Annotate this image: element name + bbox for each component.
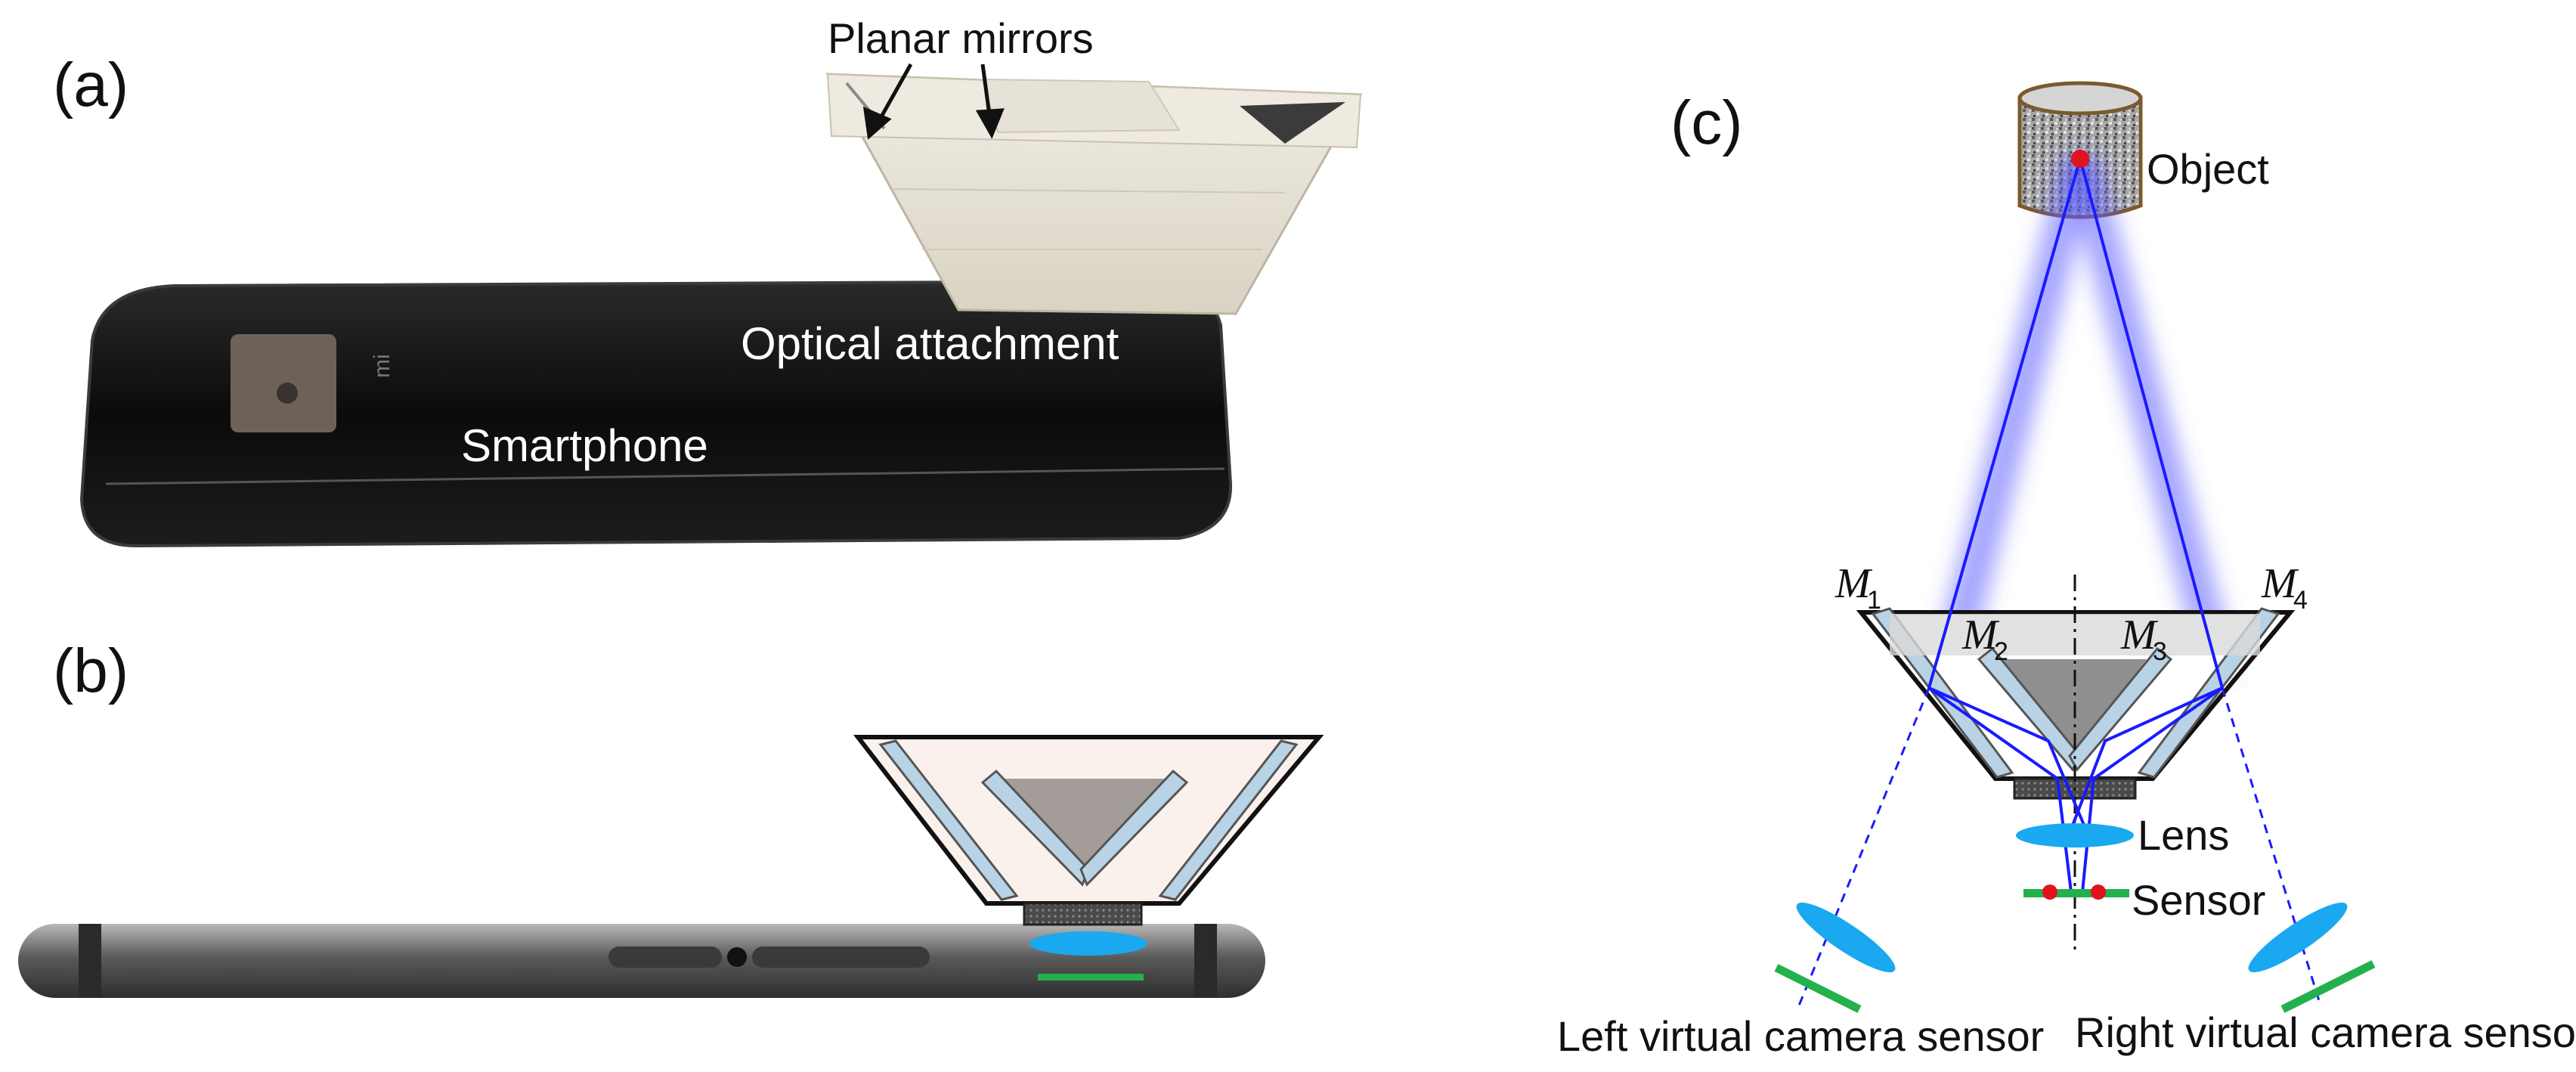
outer-mirror-left — [878, 739, 1019, 901]
mirror-label-m3: M 3 — [2120, 612, 2167, 666]
right-virtual-lens — [2248, 902, 2348, 973]
optical-attachment-label: Optical attachment — [741, 318, 1119, 369]
inner-mirror-right — [1079, 769, 1189, 887]
svg-text:M: M — [2261, 560, 2299, 607]
main-sensor — [2023, 889, 2129, 897]
smartphone-photo: mi — [79, 279, 1233, 548]
image-point-left — [2042, 885, 2057, 900]
object-point — [2071, 150, 2089, 168]
mirror-m3 — [2068, 646, 2173, 772]
panel-label-b: (b) — [53, 637, 128, 705]
volume-button — [608, 947, 722, 968]
mirror-label-m2: M 2 — [1961, 612, 2008, 666]
planar-mirrors-label: Planar mirrors — [828, 14, 1094, 62]
power-button — [752, 947, 930, 968]
svg-text:1: 1 — [1867, 586, 1881, 615]
phone-sensor — [1038, 974, 1144, 981]
mirror-label-m4: M 4 — [2261, 560, 2308, 615]
svg-text:M: M — [2120, 612, 2159, 658]
attachment-side-view — [853, 735, 1324, 926]
mirror-label-m1: M 1 — [1834, 560, 1881, 615]
panel-label-c: (c) — [1670, 88, 1743, 157]
lens-label: Lens — [2138, 811, 2229, 859]
right-virtual-sensor-label: Right virtual camera sensor — [2075, 1008, 2576, 1056]
outer-mirror-right — [1158, 739, 1299, 901]
object-label: Object — [2147, 145, 2269, 193]
phone-side-view — [18, 924, 1265, 998]
svg-text:M: M — [1834, 560, 1873, 607]
ray-glow — [1930, 153, 2239, 678]
sensor-label: Sensor — [2132, 876, 2265, 924]
phone-logo: mi — [370, 354, 395, 378]
port-hole — [727, 947, 747, 967]
svg-text:3: 3 — [2153, 637, 2167, 666]
virtual-rays — [1797, 687, 2322, 1006]
right-virtual-sensor — [2280, 960, 2376, 1013]
optical-attachment-photo — [825, 73, 1363, 315]
panel-label-a: (a) — [53, 51, 128, 119]
mirror-arrows — [862, 63, 1005, 140]
left-virtual-sensor — [1774, 964, 1862, 1013]
svg-text:2: 2 — [1994, 637, 2008, 666]
main-lens — [2016, 823, 2134, 847]
smartphone-label: Smartphone — [461, 420, 708, 471]
svg-text:4: 4 — [2293, 586, 2308, 615]
left-virtual-sensor-label: Left virtual camera sensor — [1557, 1012, 2044, 1060]
svg-text:M: M — [1961, 612, 2000, 658]
left-virtual-lens — [1796, 902, 1896, 973]
image-point-right — [2091, 885, 2106, 900]
mount-mesh — [1023, 902, 1143, 926]
phone-lens — [1029, 931, 1147, 956]
